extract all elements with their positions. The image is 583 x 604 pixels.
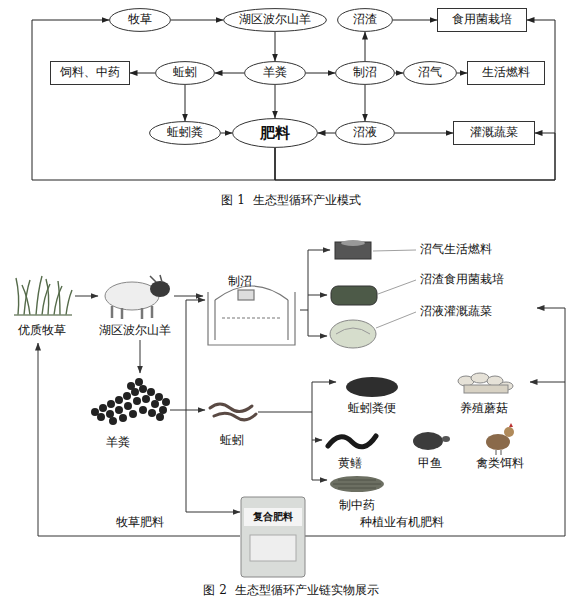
flow-connector bbox=[275, 32, 276, 61]
eel-icon bbox=[328, 436, 376, 447]
castings-icon bbox=[346, 377, 398, 397]
fertilizer-bag bbox=[241, 497, 305, 577]
flow-connector bbox=[130, 73, 155, 74]
bag-text: 复合肥料 bbox=[253, 511, 293, 523]
oval-node: 沼渣 bbox=[337, 8, 393, 32]
flow-connector bbox=[395, 133, 453, 134]
picture-label: 制沼 bbox=[228, 275, 252, 289]
flow-arrow bbox=[140, 340, 141, 373]
picture-label: 蚯蚓粪便 bbox=[348, 402, 396, 416]
branch-bracket bbox=[258, 382, 336, 480]
node-text: 饲料、中药 bbox=[60, 66, 120, 79]
rect-node: 饲料、中药 bbox=[50, 61, 130, 85]
picture-label: 禽类饵料 bbox=[476, 457, 524, 471]
picture-label: 制中药 bbox=[339, 499, 375, 513]
digester-picture bbox=[208, 286, 295, 345]
flow-connector bbox=[306, 73, 335, 74]
flow-connector bbox=[32, 20, 275, 180]
node-text: 制沼 bbox=[353, 66, 377, 79]
flow-arrow bbox=[174, 296, 203, 297]
node-text: 蚯蚓 bbox=[173, 66, 197, 79]
oval-outline bbox=[150, 122, 221, 145]
oval-node: 羊粪 bbox=[244, 61, 306, 85]
picture-label: 沼液灌溉蔬菜 bbox=[420, 305, 492, 319]
oval-node: 牧草 bbox=[109, 8, 171, 32]
goat-picture bbox=[105, 275, 170, 319]
oval-outline bbox=[156, 62, 215, 85]
grass-picture bbox=[14, 276, 72, 315]
flow-connector bbox=[318, 133, 335, 134]
node-text: 羊粪 bbox=[263, 66, 287, 79]
flow-connector bbox=[221, 133, 232, 134]
oval-outline bbox=[336, 62, 395, 85]
flow-connector bbox=[275, 133, 555, 180]
stove-icon bbox=[335, 240, 371, 259]
figure-caption: 图 1 生态型循环产业模式 bbox=[221, 194, 360, 208]
flow-connector bbox=[185, 85, 186, 121]
oval-node: 蚯蚓粪 bbox=[149, 121, 221, 145]
oval-outline bbox=[338, 9, 393, 32]
earthworm-picture bbox=[210, 404, 256, 420]
flow-connector bbox=[395, 73, 403, 74]
oval-node: 沼气 bbox=[403, 61, 457, 85]
node-text: 生活燃料 bbox=[482, 66, 530, 79]
oval-node: 湖区波尔山羊 bbox=[223, 8, 327, 32]
leader-line bbox=[373, 250, 416, 328]
loop-label: 种植业有机肥料 bbox=[360, 516, 444, 530]
manure-picture bbox=[91, 378, 170, 425]
flow-connector bbox=[393, 20, 437, 21]
node-text: 沼渣 bbox=[353, 13, 377, 26]
flow-connector bbox=[171, 20, 223, 21]
rect-node: 食用菌栽培 bbox=[437, 8, 527, 32]
picture-label: 蚯蚓 bbox=[220, 434, 244, 448]
node-text: 牧草 bbox=[128, 13, 152, 26]
node-text: 食用菌栽培 bbox=[452, 13, 512, 26]
picture-label: 羊粪 bbox=[106, 436, 130, 450]
flow-connector bbox=[275, 20, 555, 180]
branch-bracket bbox=[300, 250, 330, 336]
node-text: 蚯蚓粪 bbox=[167, 126, 203, 139]
chicken-icon bbox=[486, 423, 514, 455]
oval-outline bbox=[404, 62, 457, 85]
picture-label: 沼渣食用菌栽培 bbox=[420, 273, 504, 287]
picture-label: 沼气生活燃料 bbox=[420, 243, 492, 257]
rect-node: 生活燃料 bbox=[467, 61, 545, 85]
flow-connector bbox=[215, 73, 244, 74]
oval-outline bbox=[336, 122, 395, 145]
loop-label: 牧草肥料 bbox=[116, 516, 164, 530]
turtle-icon bbox=[413, 432, 450, 450]
flow-connector bbox=[365, 32, 366, 61]
picture-label: 养殖蘑菇 bbox=[460, 402, 508, 416]
oval-node: 沼液 bbox=[335, 121, 395, 145]
picture-label: 优质牧草 bbox=[18, 324, 66, 338]
flow-connector bbox=[365, 85, 366, 121]
cabbage-icon bbox=[330, 320, 376, 348]
flow-connector bbox=[457, 73, 467, 74]
oval-outline bbox=[224, 9, 327, 32]
picture-label: 甲鱼 bbox=[418, 457, 442, 471]
oval-node: 制沼 bbox=[335, 61, 395, 85]
oval-outline bbox=[245, 62, 306, 85]
flow-connector bbox=[275, 85, 276, 118]
picture-label: 黄鳝 bbox=[338, 457, 362, 471]
herb-icon bbox=[330, 476, 384, 492]
node-text: 灌溉蔬菜 bbox=[470, 126, 518, 139]
node-text: 肥料 bbox=[260, 125, 290, 142]
rect-node: 灌溉蔬菜 bbox=[453, 121, 535, 145]
oval-outline bbox=[233, 119, 318, 148]
spawn-icon bbox=[331, 286, 377, 305]
mushroom-icon bbox=[458, 373, 513, 393]
node-text: 湖区波尔山羊 bbox=[239, 13, 311, 26]
figure-caption: 图 2 生态型循环产业链实物展示 bbox=[203, 584, 378, 598]
oval-node: 蚯蚓 bbox=[155, 61, 215, 85]
oval-outline bbox=[110, 9, 171, 32]
node-text: 沼气 bbox=[418, 66, 442, 79]
oval-node: 肥料 bbox=[232, 118, 318, 148]
flow-arrow bbox=[75, 296, 98, 297]
node-text: 沼液 bbox=[353, 126, 377, 139]
picture-label: 湖区波尔山羊 bbox=[99, 324, 171, 338]
